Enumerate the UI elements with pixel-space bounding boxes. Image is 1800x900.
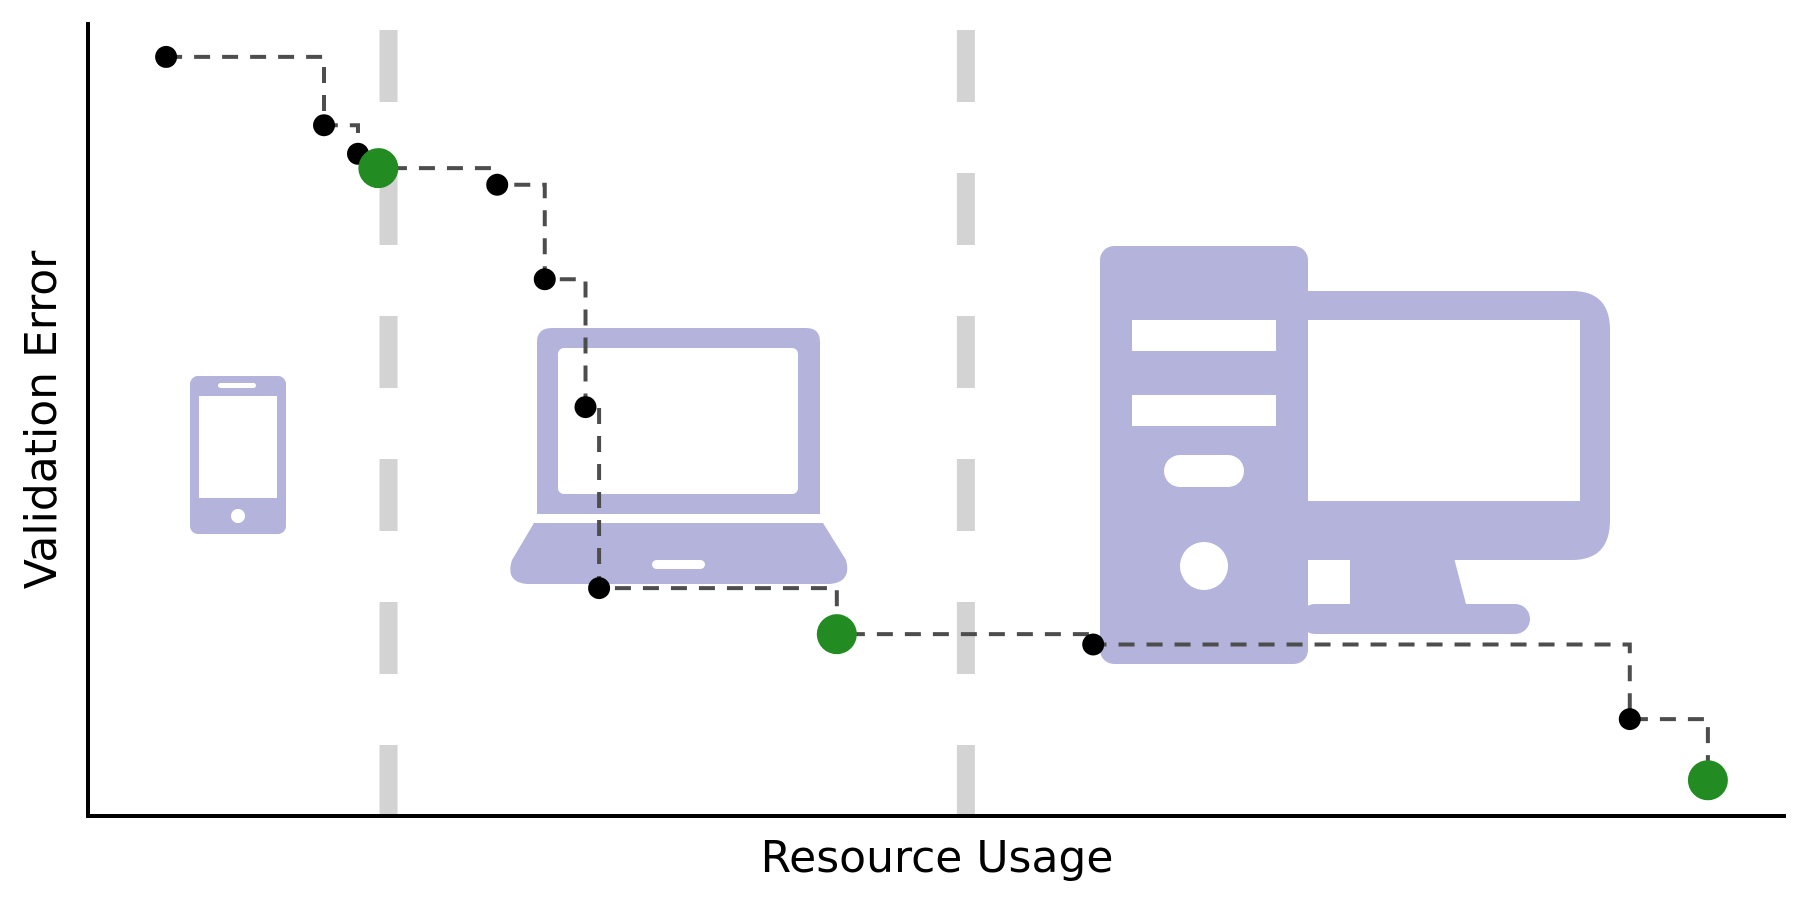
data-points (155, 45, 1728, 801)
highlight-point-2 (816, 614, 857, 655)
data-point-9 (1618, 708, 1641, 731)
highlight-point-3 (1687, 760, 1728, 801)
x-axis-label: Resource Usage (761, 832, 1114, 883)
data-point-8 (1082, 633, 1105, 656)
y-axis-label: Validation Error (16, 250, 67, 589)
pareto-staircase-line (166, 54, 1710, 781)
laptop-icon (510, 328, 848, 584)
pareto-path (166, 54, 1710, 781)
data-point-2 (313, 114, 336, 137)
data-point-1 (155, 45, 178, 68)
smartphone-icon (190, 376, 286, 534)
data-point-4 (486, 173, 509, 196)
desktop-computer-icon (1100, 246, 1610, 664)
axes (86, 22, 1786, 818)
highlight-point-1 (358, 148, 399, 189)
data-point-7 (588, 577, 611, 600)
data-point-6 (574, 396, 597, 419)
data-point-5 (533, 268, 556, 291)
